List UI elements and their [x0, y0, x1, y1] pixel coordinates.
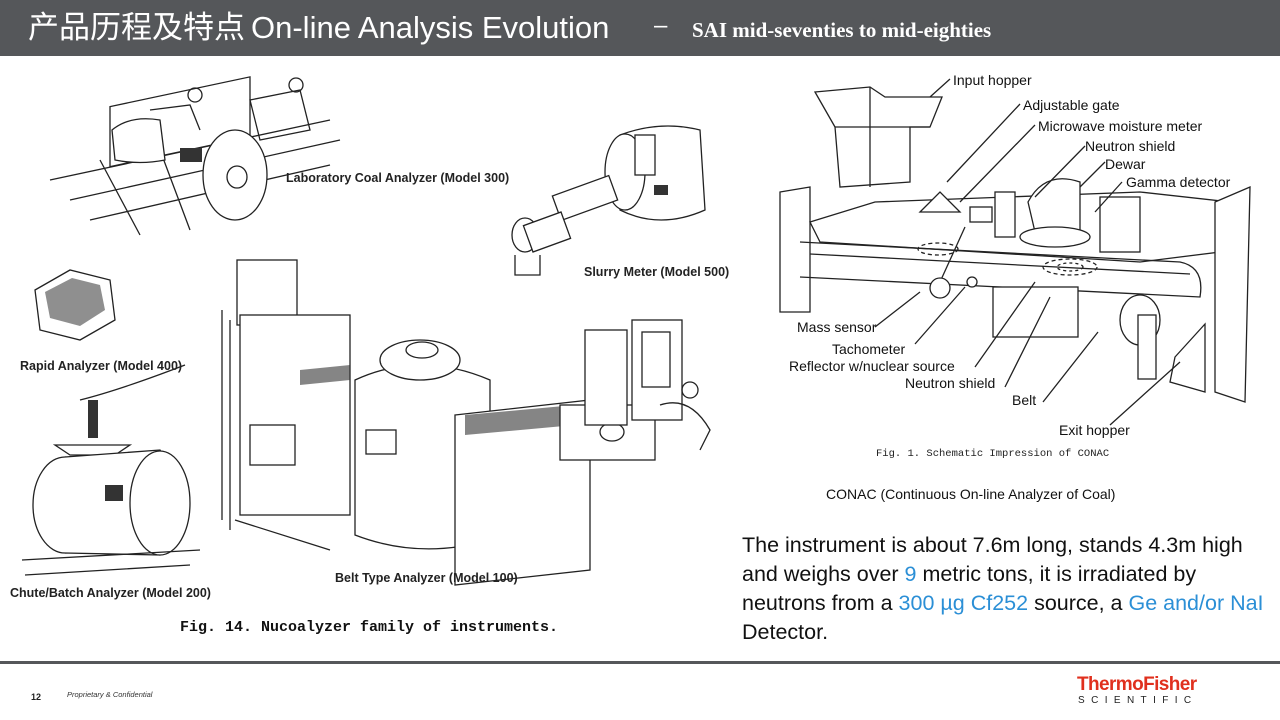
nucoalyzer-drawing: Laboratory Coal Analyzer (Model 300) Slu…	[10, 76, 729, 636]
label-reflector: Reflector w/nuclear source	[789, 358, 955, 374]
label-exit-hopper: Exit hopper	[1059, 422, 1130, 438]
conac-caption: CONAC (Continuous On-line Analyzer of Co…	[826, 486, 1116, 502]
label-neutron-shield-top: Neutron shield	[1085, 138, 1175, 154]
label-model400: Rapid Analyzer (Model 400)	[20, 359, 182, 373]
title-separator: –	[654, 12, 668, 39]
label-model200: Chute/Batch Analyzer (Model 200)	[10, 586, 211, 600]
slide-subtitle: SAI mid-seventies to mid-eighties	[692, 18, 992, 42]
thermofisher-logo: ThermoFisher SCIENTIFIC	[1077, 675, 1217, 707]
instrument-description: The instrument is about 7.6m long, stand…	[742, 531, 1280, 647]
title-cn: 产品历程及特点	[28, 10, 245, 46]
label-tachometer: Tachometer	[832, 341, 905, 357]
nucoalyzer-figure: Laboratory Coal Analyzer (Model 300) Slu…	[0, 60, 750, 650]
label-belt: Belt	[1012, 392, 1036, 408]
desc-highlight-source: 300 µg Cf252	[898, 591, 1029, 615]
footer-divider	[0, 661, 1280, 664]
confidential-note: Proprietary & Confidential	[67, 690, 153, 699]
model100-drawing	[221, 259, 711, 586]
label-input-hopper: Input hopper	[953, 72, 1032, 88]
desc-text-3: source, a	[1028, 591, 1129, 615]
logo-wordmark: ThermoFisher	[1077, 674, 1197, 695]
conac-figure-caption: Fig. 1. Schematic Impression of CONAC	[876, 448, 1109, 460]
label-gamma-detector: Gamma detector	[1126, 174, 1231, 190]
desc-text-2: metric tons, it is irradiated by neutron…	[742, 562, 1197, 615]
logo-subtext: SCIENTIFIC	[1078, 695, 1198, 706]
model400-drawing	[34, 269, 116, 341]
desc-text-1: The instrument is about 7.6m long, stand…	[742, 533, 1243, 586]
desc-text-4: Detector.	[742, 620, 829, 644]
desc-highlight-weight: 9	[904, 562, 917, 586]
conac-drawing: Input hopper Adjustable gate Microwave m…	[779, 72, 1251, 460]
desc-highlight-detector: Ge and/or NaI	[1128, 591, 1264, 615]
conac-figure: Input hopper Adjustable gate Microwave m…	[760, 62, 1280, 472]
page-number: 12	[31, 692, 42, 702]
label-neutron-shield-bottom: Neutron shield	[905, 375, 995, 391]
label-model500: Slurry Meter (Model 500)	[584, 265, 729, 279]
label-adjustable-gate: Adjustable gate	[1023, 97, 1120, 113]
model200-drawing	[21, 364, 201, 576]
label-model300: Laboratory Coal Analyzer (Model 300)	[286, 171, 509, 185]
label-model100: Belt Type Analyzer (Model 100)	[335, 571, 518, 585]
label-mass-sensor: Mass sensor	[797, 319, 877, 335]
label-microwave-meter: Microwave moisture meter	[1038, 118, 1202, 134]
model300-drawing	[49, 76, 341, 236]
nucoalyzer-caption: Fig. 14. Nucoalyzer family of instrument…	[180, 619, 558, 636]
title-en: On-line Analysis Evolution	[251, 10, 610, 45]
model500-drawing	[511, 125, 706, 276]
label-dewar: Dewar	[1105, 156, 1146, 172]
